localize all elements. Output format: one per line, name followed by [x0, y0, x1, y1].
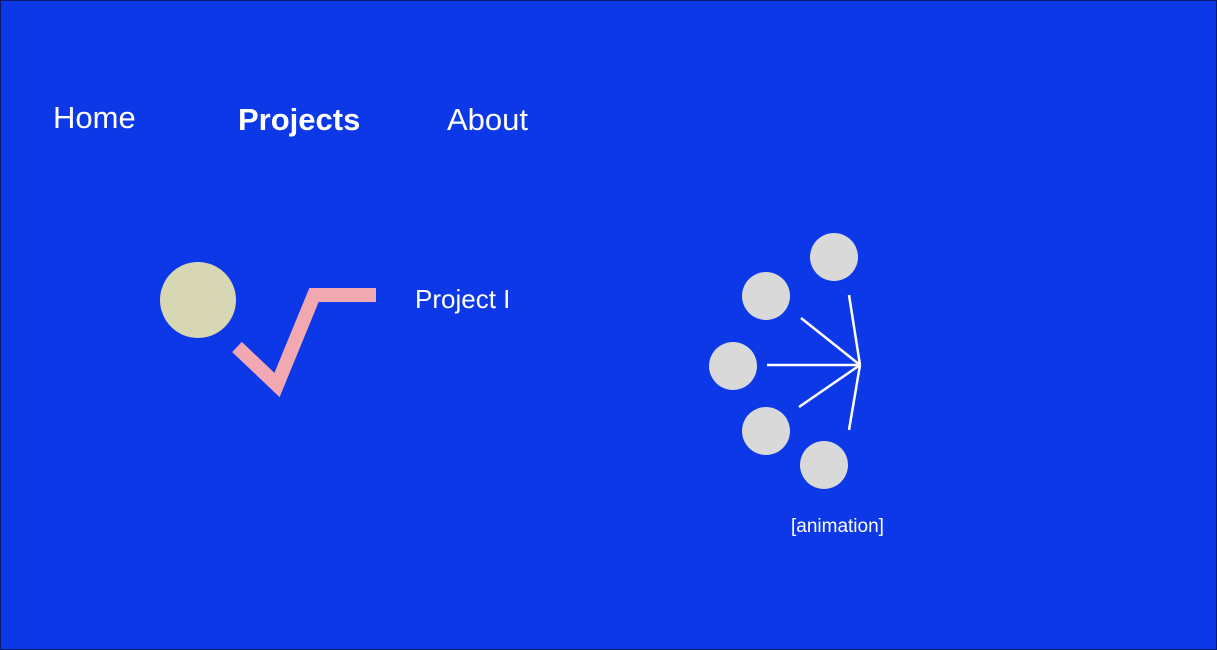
circle-and-checkmark-icon — [151, 251, 391, 416]
animation-caption: [animation] — [791, 516, 884, 537]
arrow-line-lower — [798, 363, 861, 409]
circles-converging-arrows-icon — [701, 226, 891, 506]
project-1-link[interactable]: Project I — [415, 284, 511, 314]
animation-circle-4 — [742, 407, 790, 455]
animation-circle-2 — [742, 272, 790, 320]
nav-about-link[interactable]: About — [447, 102, 529, 137]
nav-home-link[interactable]: Home — [53, 100, 136, 135]
animation-circle-1 — [810, 233, 858, 281]
arrow-line-top — [847, 294, 862, 366]
animation-circle-3 — [709, 342, 757, 390]
nav-projects-link[interactable]: Projects — [238, 102, 361, 137]
beige-circle-shape — [160, 262, 236, 338]
animation-circle-5 — [800, 441, 848, 489]
arrow-line-bottom — [847, 364, 862, 431]
pink-checkmark-shape — [232, 288, 376, 398]
arrow-line-upper — [800, 317, 861, 366]
